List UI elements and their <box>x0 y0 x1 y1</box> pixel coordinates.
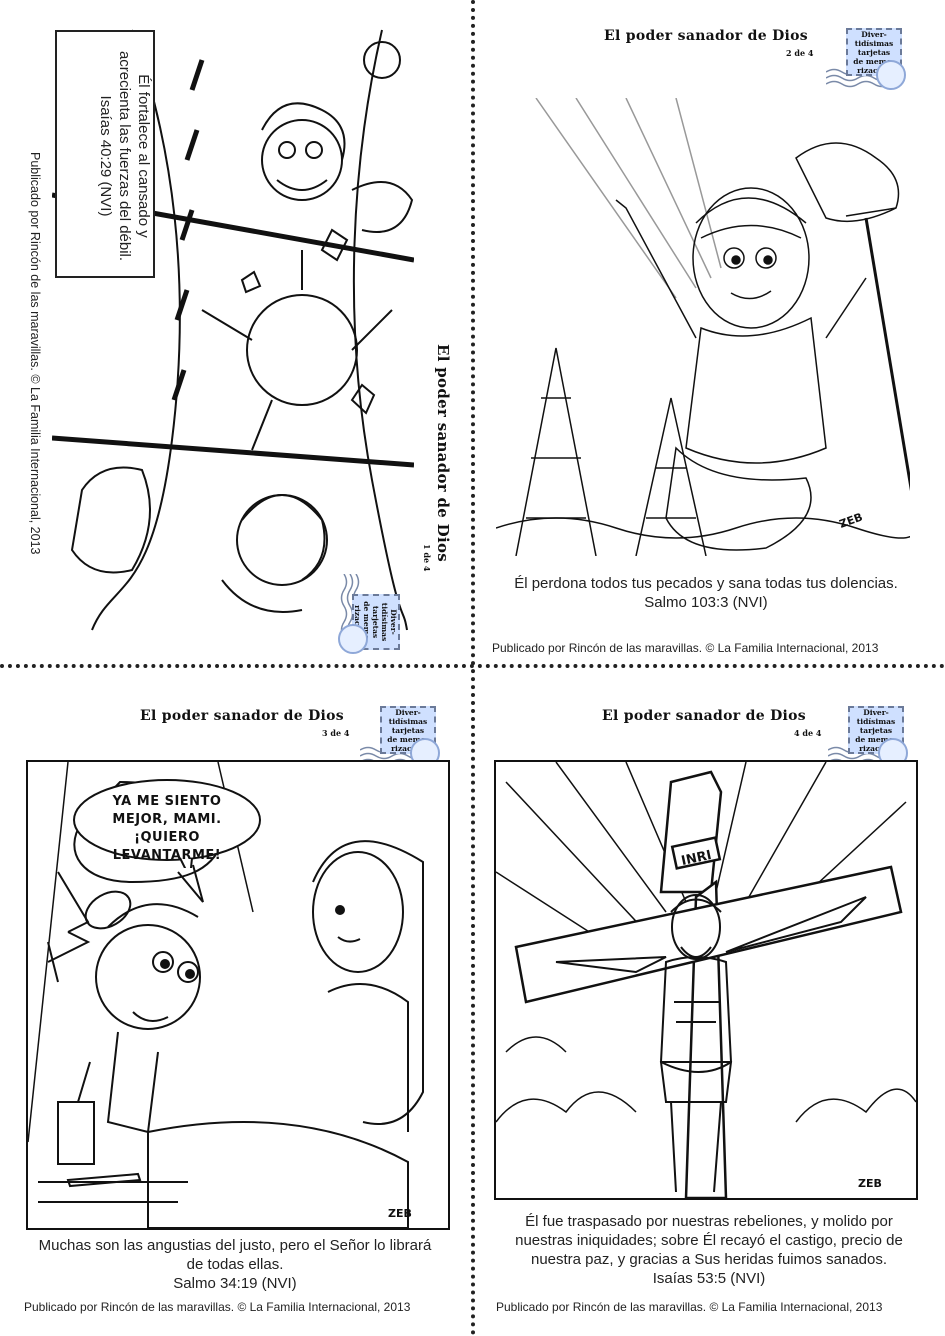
card-2: El poder sanador de Dios 2 de 4 Diver-ti… <box>476 0 945 662</box>
card-2-count: 2 de 4 <box>786 48 814 58</box>
vertical-cut-line <box>471 0 475 1336</box>
card-1: Él fortalece al cansado y acrecienta las… <box>0 0 470 662</box>
card-4-signature: ZEB <box>858 1177 882 1190</box>
card-3-publisher: Publicado por Rincón de las maravillas. … <box>24 1300 411 1314</box>
card-2-verse: Él perdona todos tus pecados y sana toda… <box>514 575 898 592</box>
card-4-count: 4 de 4 <box>794 728 822 738</box>
card-1-reference: Isaías 40:29 (NVI) <box>97 95 114 217</box>
card-2-illustration: ZEB <box>496 98 910 556</box>
card-4-verse-block: Él fue traspasado por nuestras rebelione… <box>502 1212 916 1288</box>
horizontal-cut-line <box>0 664 945 668</box>
card-1-publisher: Publicado por Rincón de las maravillas. … <box>28 152 42 555</box>
card-2-publisher: Publicado por Rincón de las maravillas. … <box>492 641 879 655</box>
card-4-reference: Isaías 53:5 (NVI) <box>652 1270 766 1287</box>
card-2-verse-block: Él perdona todos tus pecados y sana toda… <box>506 574 906 612</box>
card-4-inscription: INRI <box>680 848 713 869</box>
card-3-speech-text: YA ME SIENTO MEJOR, MAMI. ¡QUIERO LEVANT… <box>112 794 222 863</box>
card-1-verse-box: Él fortalece al cansado y acrecienta las… <box>55 30 155 278</box>
card-3: El poder sanador de Dios 3 de 4 Diver-ti… <box>0 670 470 1336</box>
card-3-verse-block: Muchas son las angustias del justo, pero… <box>30 1236 440 1293</box>
card-4-illustration: INRI ZEB <box>494 760 918 1200</box>
card-3-reference: Salmo 34:19 (NVI) <box>173 1275 297 1292</box>
card-4-publisher: Publicado por Rincón de las maravillas. … <box>496 1300 883 1314</box>
card-4-title: El poder sanador de Dios <box>602 708 806 724</box>
card-3-count: 3 de 4 <box>322 728 350 738</box>
card-3-title: El poder sanador de Dios <box>140 708 344 724</box>
card-2-reference: Salmo 103:3 (NVI) <box>644 594 768 611</box>
card-1-count: 1 de 4 <box>422 544 432 572</box>
card-4-verse: Él fue traspasado por nuestras rebelione… <box>515 1213 903 1268</box>
card-1-title: El poder sanador de Dios <box>434 344 452 563</box>
card-4: El poder sanador de Dios 4 de 4 Diver-ti… <box>476 670 945 1336</box>
card-2-title: El poder sanador de Dios <box>604 28 808 44</box>
card-1-verse: Él fortalece al cansado y acrecienta las… <box>116 50 152 262</box>
card-3-speech-bubble <box>73 779 261 868</box>
svg-text:ZEB: ZEB <box>838 510 865 530</box>
card-3-signature: ZEB <box>388 1207 412 1220</box>
card-3-verse: Muchas son las angustias del justo, pero… <box>38 1237 432 1273</box>
